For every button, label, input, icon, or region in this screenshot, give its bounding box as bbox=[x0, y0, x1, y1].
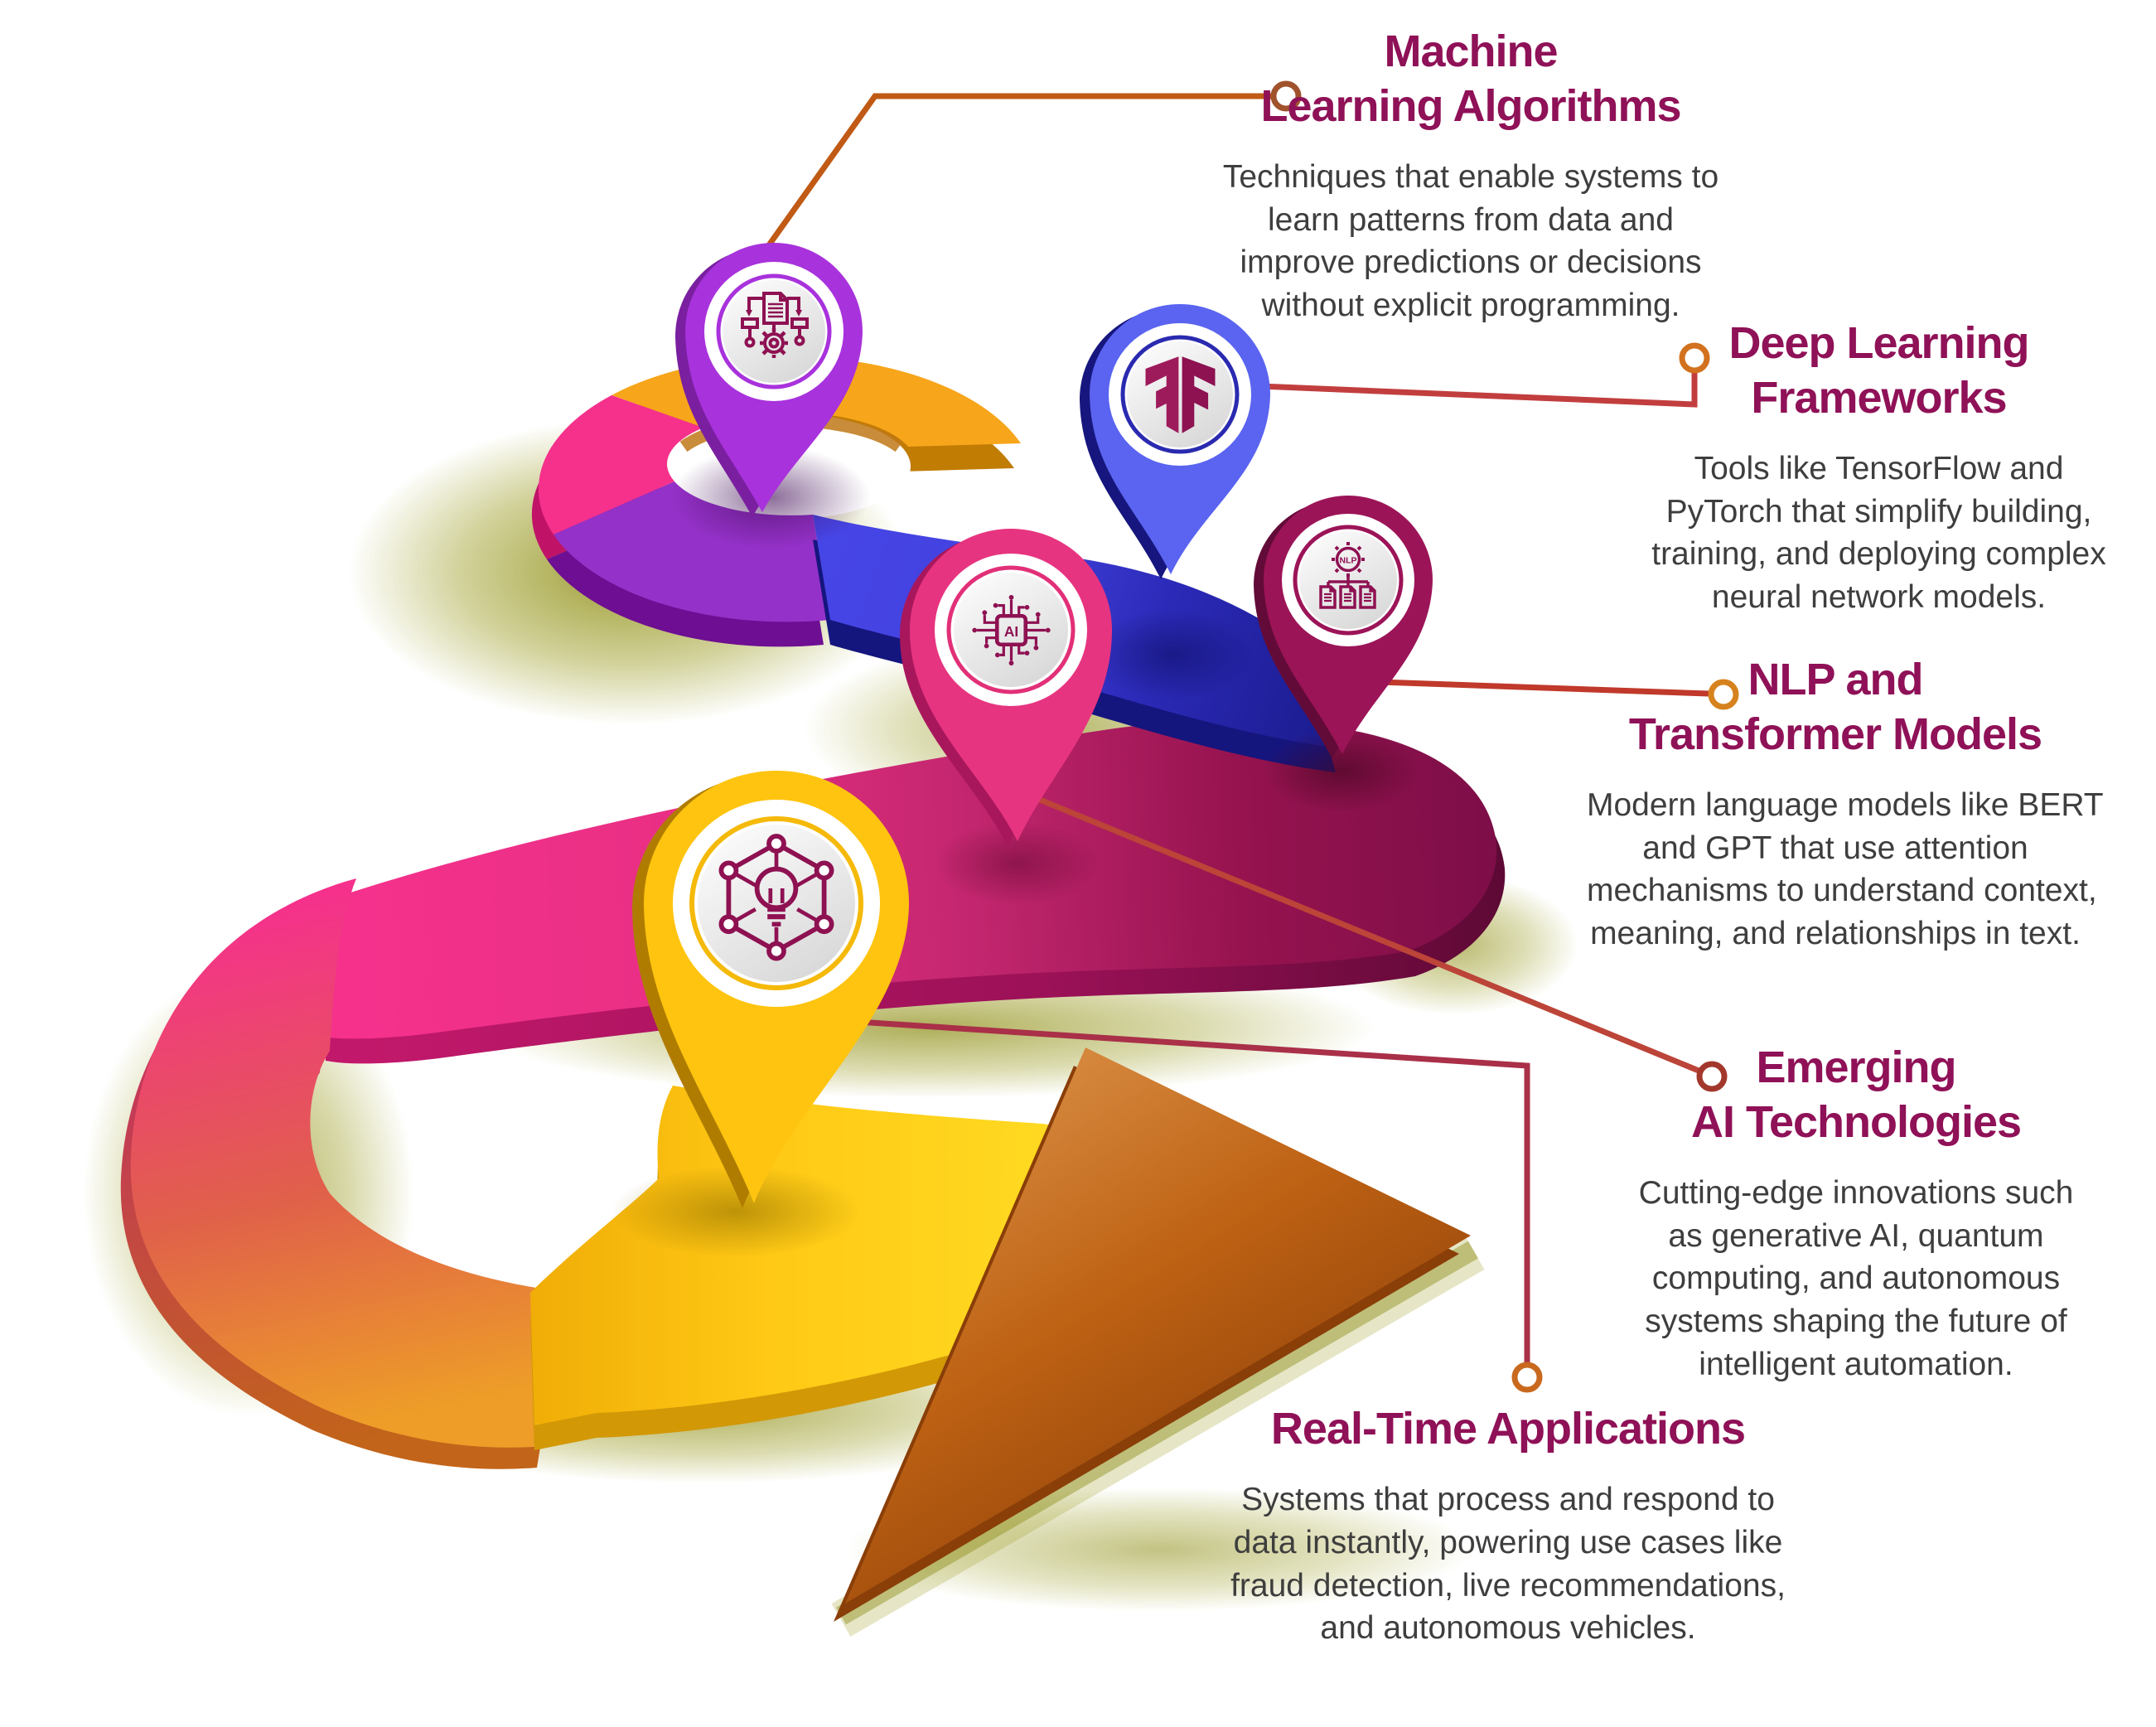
section-title: Real-Time Applications bbox=[1270, 1404, 1746, 1454]
pin-emerging-ai: AI bbox=[900, 529, 1112, 846]
svg-text:AI: AI bbox=[1004, 623, 1018, 640]
connector-deep-learning bbox=[1256, 342, 1710, 408]
connector-nlp bbox=[1376, 679, 1739, 710]
section-emerging-ai: Emerging AI Technologies Cutting-edge in… bbox=[1620, 1041, 2092, 1386]
pin-real-time bbox=[632, 771, 909, 1208]
nlp-gear-documents-icon: NLP bbox=[1319, 542, 1376, 609]
bulb-network-icon bbox=[718, 834, 834, 961]
section-body: Modern language models like BERT and GPT… bbox=[1587, 786, 2104, 952]
section-deep-learning: Deep Learning Frameworks Tools like Tens… bbox=[1636, 317, 2121, 619]
section-nlp: NLP and Transformer Models Modern langua… bbox=[1587, 653, 2104, 955]
section-machine-learning: Machine Learning Algorithms Techniques t… bbox=[1185, 25, 1757, 327]
svg-text:NLP: NLP bbox=[1340, 556, 1357, 566]
connector-real-time bbox=[854, 1018, 1543, 1393]
connector-machine-learning bbox=[742, 80, 1302, 281]
section-title: NLP and Transformer Models bbox=[1628, 655, 2042, 759]
connector-emerging-ai bbox=[1022, 791, 1728, 1092]
pin-deep-learning bbox=[1080, 304, 1270, 579]
section-title: Machine Learning Algorithms bbox=[1260, 27, 1681, 131]
road-bottom-curve bbox=[120, 878, 573, 1469]
flowchart-gear-icon bbox=[741, 292, 809, 358]
pin-nlp: NLP bbox=[1254, 496, 1433, 759]
road-arrow bbox=[831, 1047, 1485, 1637]
section-real-time: Real-Time Applications Systems that proc… bbox=[1218, 1402, 1798, 1650]
section-title: Deep Learning Frameworks bbox=[1728, 318, 2029, 423]
section-body: Tools like TensorFlow and PyTorch that s… bbox=[1651, 450, 2106, 616]
section-body: Techniques that enable systems to learn … bbox=[1222, 158, 1719, 324]
section-title: Emerging AI Technologies bbox=[1690, 1042, 2022, 1147]
ai-chip-icon: AI bbox=[972, 594, 1051, 666]
connectors bbox=[742, 80, 1739, 1393]
section-body: Systems that process and respond to data… bbox=[1230, 1481, 1786, 1647]
section-body: Cutting-edge innovations such as generat… bbox=[1638, 1174, 2074, 1383]
pin-machine-learning bbox=[675, 243, 863, 517]
tensorflow-icon bbox=[1145, 356, 1216, 433]
